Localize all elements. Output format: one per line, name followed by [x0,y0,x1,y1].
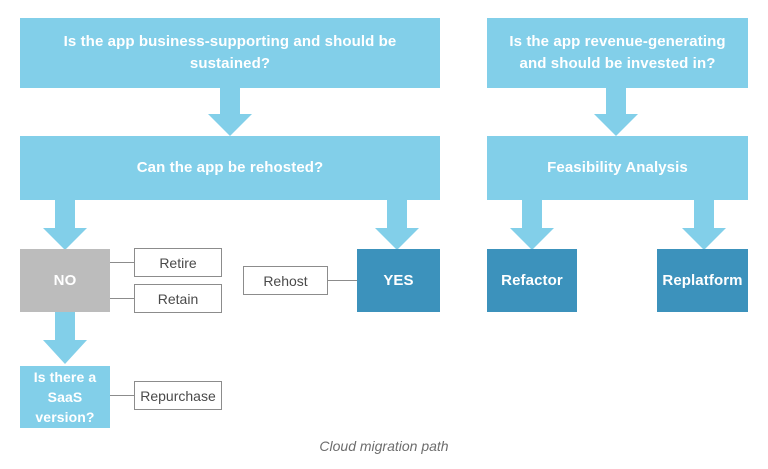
arrow-feasibility-to-replatform [682,200,726,250]
arrow-business-to-rehost [208,88,252,136]
arrow-feasibility-to-refactor [510,200,554,250]
connector-no-to-retire [110,262,134,263]
node-yes[interactable]: YES [357,249,440,312]
node-label: Is the app revenue-generating and should… [509,33,726,72]
chip-label: Retain [157,290,199,307]
arrow-rehost-to-yes [375,200,419,250]
chip-label: Rehost [263,272,308,289]
node-label: NO [53,271,77,289]
node-question-can-rehost[interactable]: Can the app be rehosted? [20,136,440,200]
arrow-rehost-to-no [43,200,87,250]
arrow-revenue-to-feasibility [594,88,638,136]
chip-repurchase[interactable]: Repurchase [134,381,222,410]
connector-saas-to-repurchase [110,395,134,396]
node-label: YES [383,271,414,289]
chip-label: Repurchase [140,387,216,404]
connector-no-to-retain [110,298,134,299]
chip-retire[interactable]: Retire [134,248,222,277]
node-no[interactable]: NO [20,249,110,312]
node-question-saas-version[interactable]: Is there a SaaS version? [20,366,110,428]
chip-retain[interactable]: Retain [134,284,222,313]
node-label: Replatform [662,271,743,289]
diagram-caption: Cloud migration path [319,438,449,454]
chip-rehost[interactable]: Rehost [243,266,328,295]
arrow-no-to-saas [43,312,87,364]
node-feasibility-analysis[interactable]: Feasibility Analysis [487,136,748,200]
node-question-revenue-generating[interactable]: Is the app revenue-generating and should… [487,18,748,88]
node-label: Is the app business-supporting and shoul… [63,33,397,72]
connector-rehost-to-yes [328,280,357,281]
node-question-business-supporting[interactable]: Is the app business-supporting and shoul… [20,18,440,88]
chip-label: Retire [159,254,197,271]
node-label: Refactor [501,271,563,289]
node-replatform[interactable]: Replatform [657,249,748,312]
node-label: Can the app be rehosted? [136,159,324,177]
node-label: Is there a SaaS version? [33,368,97,426]
node-label: Feasibility Analysis [547,159,688,177]
node-refactor[interactable]: Refactor [487,249,577,312]
